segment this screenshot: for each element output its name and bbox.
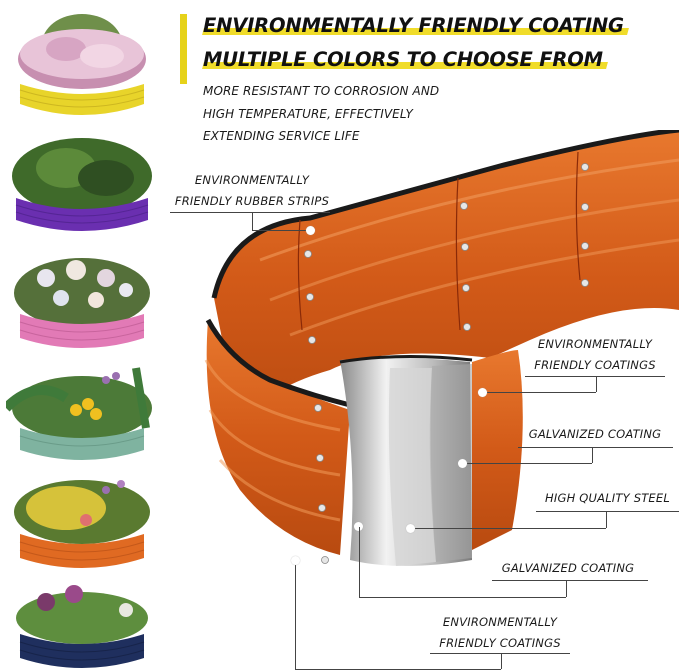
callout-coatings-inner-line-2: FRIENDLY COATINGS [439, 636, 561, 650]
callout-steel-dot [406, 524, 415, 533]
callout-coatings-outer-rule [525, 376, 665, 377]
callout-rubber-strips-dot [306, 226, 315, 235]
callout-galvanized-2-dot [354, 522, 363, 531]
color-option-pink [6, 248, 158, 353]
callout-galvanized-coating-2: GALVANIZED COATING [501, 561, 635, 575]
callout-coatings-outer-dot [478, 388, 487, 397]
garden-bed-cutaway-illustration [204, 130, 679, 566]
callout-coatings-outer-line-2: FRIENDLY COATINGS [534, 358, 656, 372]
headline-2-text: MULTIPLE COLORS TO CHOOSE FROM [203, 48, 603, 71]
callout-coatings-inner-leader [501, 653, 502, 669]
callout-rubber-strips-rule [170, 212, 330, 213]
callout-galvanized-1-dot [458, 459, 467, 468]
callout-rubber-strips-line-2: FRIENDLY RUBBER STRIPS [174, 194, 330, 208]
callout-galvanized-1-leader [592, 447, 593, 463]
accent-bar [180, 14, 187, 84]
callout-coatings-inner: ENVIRONMENTALLY FRIENDLY COATINGS [425, 612, 575, 654]
callout-coatings-outer-line-1: ENVIRONMENTALLY [537, 337, 653, 351]
callout-coatings-outer-leader-h [486, 392, 596, 393]
callout-steel-leader [606, 511, 607, 528]
callout-galvanized-1-leader-h [466, 463, 592, 464]
color-option-navy-blue [6, 580, 158, 672]
description-line-3: EXTENDING SERVICE LIFE [203, 129, 360, 143]
color-option-purple [6, 128, 158, 238]
headline-2: MULTIPLE COLORS TO CHOOSE FROM [202, 48, 608, 71]
callout-high-quality-steel: HIGH QUALITY STEEL [545, 491, 670, 505]
callout-coatings-inner-dot [291, 556, 300, 565]
description-line-1: MORE RESISTANT TO CORROSION AND [203, 84, 440, 98]
callout-coatings-outer-leader [596, 376, 597, 392]
headline-1-text: ENVIRONMENTALLY FRIENDLY COATING [203, 14, 624, 37]
callout-galvanized-coating-1: GALVANIZED COATING [528, 427, 662, 441]
callout-rubber-strips-line-1: ENVIRONMENTALLY [194, 173, 310, 187]
color-option-orange [6, 470, 158, 575]
callout-rubber-strips-leader-h [252, 230, 310, 231]
callout-coatings-inner-leader-v [295, 562, 296, 669]
callout-coatings-inner-line-1: ENVIRONMENTALLY [442, 615, 558, 629]
callout-galvanized-2-leader-h [359, 597, 566, 598]
description-line-2: HIGH TEMPERATURE, EFFECTIVELY [203, 107, 413, 121]
color-option-yellow [6, 4, 158, 124]
color-option-sage-green [6, 358, 158, 463]
callout-galvanized-2-rule [492, 580, 648, 581]
callout-galvanized-1-rule [518, 447, 673, 448]
callout-galvanized-2-leader [566, 580, 567, 597]
callout-coatings-outer: ENVIRONMENTALLY FRIENDLY COATINGS [520, 334, 670, 376]
callout-rubber-strips: ENVIRONMENTALLY FRIENDLY RUBBER STRIPS [172, 170, 332, 212]
headline-1: ENVIRONMENTALLY FRIENDLY COATING [202, 14, 629, 37]
callout-steel-leader-h [414, 528, 606, 529]
callout-rubber-strips-leader [252, 212, 253, 230]
callout-coatings-inner-leader-h [295, 669, 501, 670]
callout-steel-rule [536, 511, 679, 512]
callout-coatings-inner-rule [430, 653, 570, 654]
callout-galvanized-2-leader-v [359, 527, 360, 597]
